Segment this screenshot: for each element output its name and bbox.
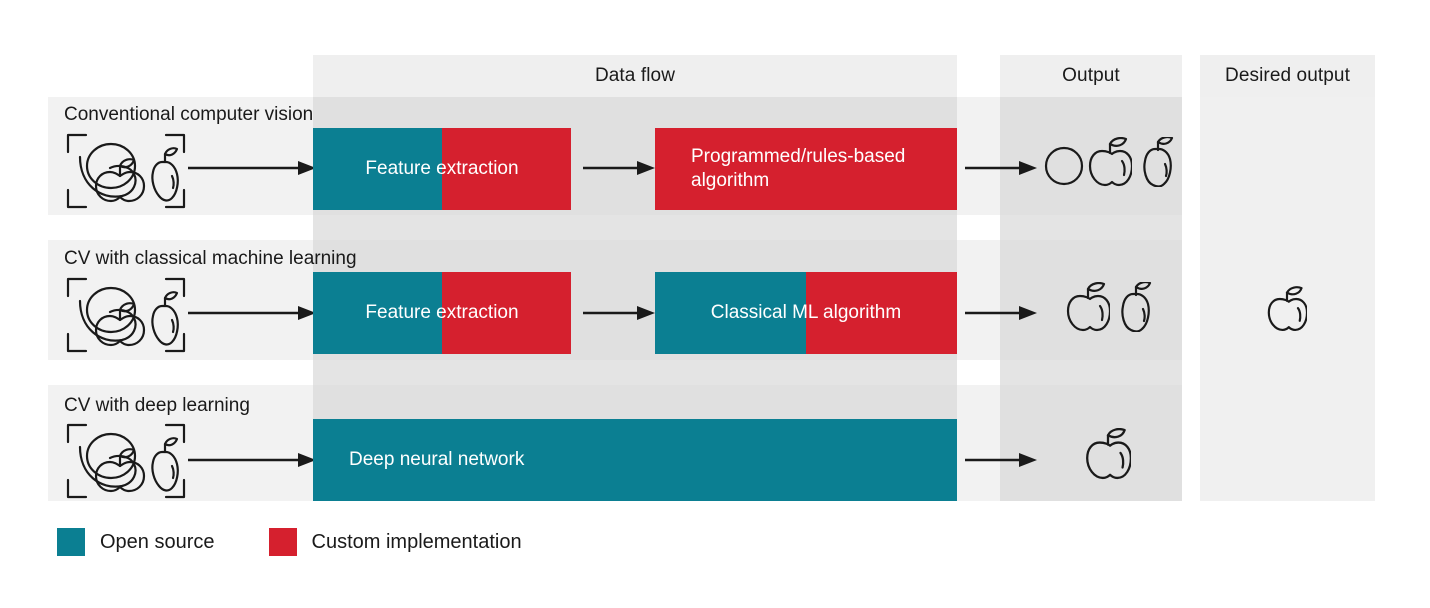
process-block-deep-neural-network[interactable]: Deep neural network: [313, 419, 957, 501]
column-band-desired-output: [1200, 55, 1375, 501]
desired-output-icon-group: [1267, 286, 1307, 332]
output-icons-row2: [1066, 282, 1156, 332]
legend-swatch-custom-implementation: [268, 528, 297, 556]
fruit-scan-icon: [66, 276, 186, 354]
process-block-feature-extraction-row1[interactable]: Feature extraction: [313, 128, 571, 210]
arrow-block-to-output-row3: [965, 453, 1037, 467]
fruit-scan-icon: [66, 422, 186, 500]
column-header-desired-output: Desired output: [1200, 55, 1375, 97]
process-block-programmed-rules-based-algorithm[interactable]: Programmed/rules-based algorithm: [655, 128, 957, 210]
row-title-cv-with-deep-learning: CV with deep learning: [64, 395, 250, 416]
segment-custom-implementation: [442, 272, 571, 354]
arrow-block-to-output-row2: [965, 306, 1037, 320]
segment-open-source: [655, 272, 806, 354]
output-icons-row1: [1042, 137, 1178, 187]
pear-icon: [1121, 282, 1152, 332]
process-block-label: Feature extraction: [365, 302, 519, 323]
row-title-conventional-computer-vision: Conventional computer vision: [64, 104, 314, 125]
process-block-label: Feature extraction: [365, 158, 519, 179]
segment-open-source: [313, 419, 957, 501]
arrow-block-to-output-row1: [965, 161, 1037, 175]
process-block-classical-ml-algorithm[interactable]: Classical ML algorithm: [655, 272, 957, 354]
apple-icon: [1267, 286, 1307, 331]
legend: Open source Custom implementation: [57, 528, 522, 556]
row-band-1-output: [1000, 97, 1182, 215]
fruit-scan-icon: [66, 132, 186, 210]
segment-custom-implementation: [655, 128, 957, 210]
row-band-2-output: [1000, 240, 1182, 360]
process-block-label: Programmed/rules-based algorithm: [691, 145, 906, 191]
arrow-input-to-block-row2: [188, 306, 316, 320]
segment-open-source: [313, 272, 442, 354]
segment-custom-implementation: [806, 272, 957, 354]
column-header-output: Output: [1000, 55, 1182, 97]
column-header-data-flow: Data flow: [313, 55, 957, 97]
apple-icon: [1066, 282, 1110, 332]
process-block-feature-extraction-row2[interactable]: Feature extraction: [313, 272, 571, 354]
output-icons-row3: [1085, 428, 1131, 480]
legend-item-open-source: Open source: [57, 528, 215, 556]
row-band-3-output: [1000, 385, 1182, 501]
segment-custom-implementation: [442, 128, 571, 210]
arrow-block-to-block-row2: [583, 306, 655, 320]
process-block-label: Deep neural network: [349, 448, 525, 470]
row-title-cv-with-classical-machine-learning: CV with classical machine learning: [64, 248, 357, 269]
pear-icon: [1143, 137, 1174, 187]
segment-open-source: [313, 128, 442, 210]
apple-icon: [1088, 137, 1132, 187]
legend-item-custom-implementation: Custom implementation: [268, 528, 522, 556]
arrow-input-to-block-row3: [188, 453, 316, 467]
arrow-block-to-block-row1: [583, 161, 655, 175]
legend-swatch-open-source: [57, 528, 85, 556]
circle-icon: [1044, 146, 1084, 186]
legend-label-custom-implementation: Custom implementation: [311, 530, 522, 553]
apple-icon: [1086, 428, 1131, 480]
arrow-input-to-block-row1: [188, 161, 316, 175]
legend-label-open-source: Open source: [100, 530, 215, 553]
process-block-label: Classical ML algorithm: [710, 302, 902, 323]
